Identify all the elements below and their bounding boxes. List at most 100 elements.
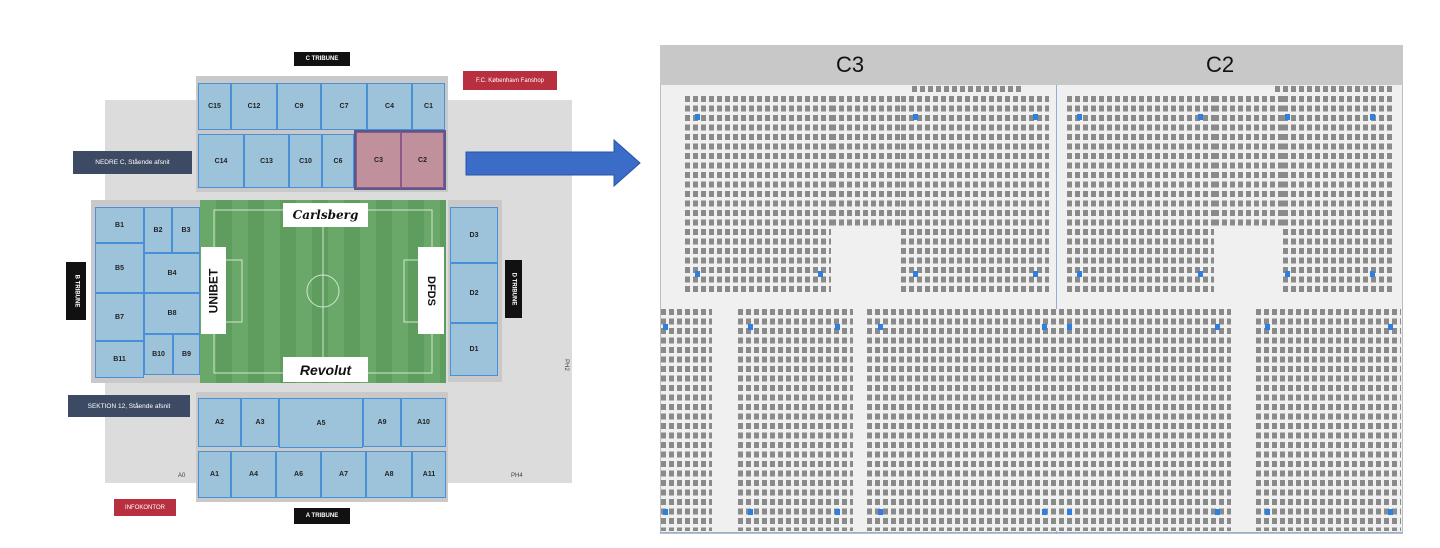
marked-seat[interactable] (1215, 324, 1220, 330)
section-a11[interactable]: A11 (412, 451, 446, 498)
marked-seat[interactable] (1067, 509, 1072, 515)
seat-block[interactable] (738, 309, 853, 531)
marked-seat[interactable] (695, 114, 700, 120)
seat-block[interactable] (1256, 309, 1401, 531)
gate-a0: A0 (178, 473, 186, 479)
marked-seat[interactable] (1042, 324, 1047, 330)
marked-seat[interactable] (695, 271, 700, 277)
section-a4[interactable]: A4 (231, 451, 276, 498)
marked-seat[interactable] (835, 324, 840, 330)
marked-seat[interactable] (1370, 114, 1375, 120)
fanshop-label: F.C. København Fanshop (463, 71, 557, 90)
section-a10[interactable]: A10 (401, 398, 446, 447)
marked-seat[interactable] (835, 509, 840, 515)
seat-block[interactable] (1283, 96, 1395, 292)
marked-seat[interactable] (748, 324, 753, 330)
section-b7[interactable]: B7 (95, 293, 144, 341)
marked-seat[interactable] (1285, 271, 1290, 277)
pitch-lines (213, 209, 433, 374)
section-b4[interactable]: B4 (144, 253, 200, 293)
section-c6[interactable]: C6 (322, 134, 354, 188)
marked-seat[interactable] (1265, 509, 1270, 515)
section-c4[interactable]: C4 (367, 83, 412, 130)
sponsor-dfds: DFDS (418, 247, 444, 334)
section-a6[interactable]: A6 (276, 451, 321, 498)
seat-block[interactable] (831, 96, 901, 226)
section-c9[interactable]: C9 (277, 83, 321, 130)
header-c2: C2 (1205, 52, 1235, 77)
section-a9[interactable]: A9 (363, 398, 401, 447)
seat-block[interactable] (1214, 96, 1283, 226)
d-tribune-text: D TRIBUNE (510, 272, 517, 306)
marked-seat[interactable] (1042, 509, 1047, 515)
seat-block[interactable] (901, 96, 1049, 292)
section-d3[interactable]: D3 (450, 207, 498, 263)
gate-ph4: PH4 (511, 473, 523, 479)
marked-seat[interactable] (748, 509, 753, 515)
section-d1[interactable]: D1 (450, 323, 498, 376)
marked-seat[interactable] (1033, 271, 1038, 277)
header-c3: C3 (835, 52, 865, 77)
section-b10[interactable]: B10 (144, 334, 173, 375)
unibet-text: UNIBET (206, 268, 221, 313)
section-a7[interactable]: A7 (321, 451, 366, 498)
seat-block[interactable] (1067, 96, 1214, 292)
seat-block[interactable] (685, 96, 831, 292)
marked-seat[interactable] (1265, 324, 1270, 330)
section-c15[interactable]: C15 (198, 83, 231, 130)
marked-seat[interactable] (878, 509, 883, 515)
a-tribune-label: A TRIBUNE (294, 508, 350, 524)
marked-seat[interactable] (663, 509, 668, 515)
marked-seat[interactable] (1215, 509, 1220, 515)
section-b1[interactable]: B1 (95, 207, 144, 243)
gate-ph2: PH2 (562, 359, 569, 371)
section-c14[interactable]: C14 (198, 134, 244, 188)
marked-seat[interactable] (1370, 271, 1375, 277)
section-c7[interactable]: C7 (321, 83, 367, 130)
seat-block[interactable] (867, 309, 1231, 531)
section-b3[interactable]: B3 (172, 207, 200, 253)
marked-seat[interactable] (1388, 324, 1393, 330)
sponsor-revolut: Revolut (283, 357, 368, 382)
dfds-text: DFDS (425, 275, 438, 306)
marked-seat[interactable] (663, 324, 668, 330)
section-a5[interactable]: A5 (279, 398, 363, 448)
c-tribune-label: C TRIBUNE (294, 52, 350, 66)
section-a3[interactable]: A3 (241, 398, 279, 447)
marked-seat[interactable] (818, 271, 823, 277)
sektion-12-label: SEKTION 12, Stående afsnit (68, 395, 190, 417)
nedre-c-label: NEDRE C, Stående afsnit (73, 151, 192, 174)
section-b9[interactable]: B9 (173, 334, 200, 375)
marked-seat[interactable] (1033, 114, 1038, 120)
seat-block[interactable] (912, 86, 1022, 93)
section-a8[interactable]: A8 (366, 451, 412, 498)
b-tribune-text: B TRIBUNE (73, 274, 80, 308)
marked-seat[interactable] (1285, 114, 1290, 120)
section-b5[interactable]: B5 (95, 243, 144, 293)
section-c3[interactable]: C3 (356, 132, 401, 188)
marked-seat[interactable] (1198, 114, 1203, 120)
section-c2[interactable]: C2 (401, 132, 444, 188)
section-b11[interactable]: B11 (95, 341, 144, 378)
seat-block[interactable] (1275, 86, 1395, 93)
highlight-box (354, 130, 446, 190)
marked-seat[interactable] (1077, 271, 1082, 277)
marked-seat[interactable] (913, 271, 918, 277)
section-c13[interactable]: C13 (244, 134, 289, 188)
section-c10[interactable]: C10 (289, 134, 322, 188)
section-a2[interactable]: A2 (198, 398, 241, 447)
marked-seat[interactable] (1198, 271, 1203, 277)
marked-seat[interactable] (1067, 324, 1072, 330)
seat-block[interactable] (661, 309, 712, 531)
section-b2[interactable]: B2 (144, 207, 172, 253)
section-d2[interactable]: D2 (450, 263, 498, 323)
section-c12[interactable]: C12 (231, 83, 277, 130)
section-a1[interactable]: A1 (198, 451, 231, 498)
section-b8[interactable]: B8 (144, 293, 200, 334)
marked-seat[interactable] (1388, 509, 1393, 515)
marked-seat[interactable] (913, 114, 918, 120)
arrow-right-icon (465, 138, 641, 188)
section-c1[interactable]: C1 (412, 83, 445, 130)
marked-seat[interactable] (1077, 114, 1082, 120)
marked-seat[interactable] (878, 324, 883, 330)
